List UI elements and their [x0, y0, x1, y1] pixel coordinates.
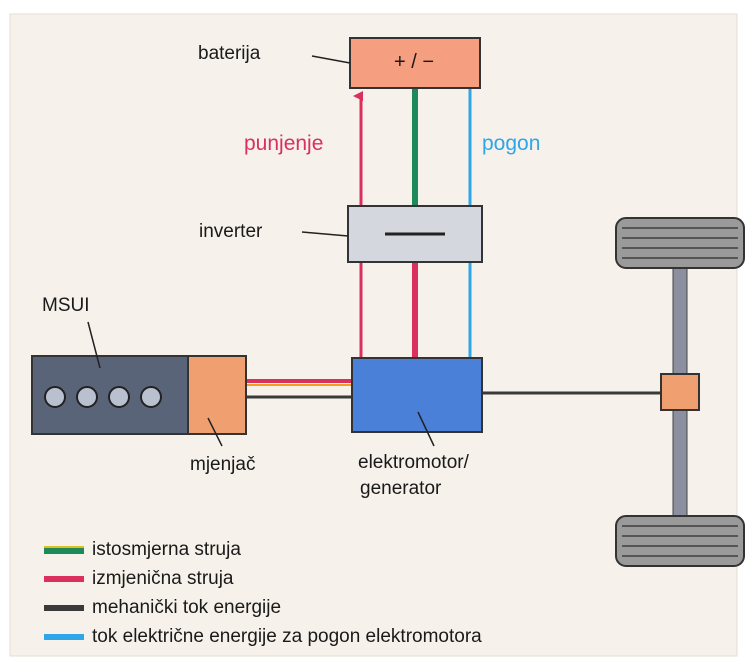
gearbox-box	[187, 355, 247, 435]
legend-label-drive: tok električne energije za pogon elektro…	[92, 626, 482, 647]
motor-leader	[417, 411, 435, 447]
wheel-top	[615, 217, 745, 269]
engine-leader	[87, 321, 101, 369]
battery-box	[349, 37, 481, 89]
drive-label: pogon	[482, 132, 541, 155]
battery-symbol: + / −	[394, 51, 435, 73]
legend-item-mechanical: mehanički tok energije	[44, 597, 281, 619]
legend-swatch-drive	[44, 634, 84, 640]
motor-label-line2: generator	[360, 478, 442, 499]
engine-label: MSUI	[42, 295, 90, 316]
differential	[660, 373, 700, 411]
legend-item-drive: tok električne energije za pogon elektro…	[44, 626, 482, 648]
wheel-bottom	[615, 515, 745, 567]
inverter-label: inverter	[199, 221, 263, 242]
inverter-leader	[301, 231, 349, 237]
gearbox-leader	[207, 417, 223, 447]
legend-label-ac: izmjenična struja	[92, 568, 234, 589]
legend-swatch-ac	[44, 576, 84, 582]
legend-item-ac: izmjenična struja	[44, 568, 234, 590]
legend-swatch-dc	[44, 546, 84, 554]
motor-label-line1: elektromotor/	[358, 452, 469, 473]
legend-label-dc: istosmjerna struja	[92, 539, 241, 560]
charging-label: punjenje	[244, 132, 324, 155]
battery-label: baterija	[198, 43, 261, 64]
legend-label-mechanical: mehanički tok energije	[92, 597, 282, 618]
battery-leader	[311, 55, 351, 64]
engine-cylinders	[44, 386, 162, 408]
legend-item-dc: istosmjerna struja	[44, 539, 241, 561]
legend-swatch-mechanical	[44, 605, 84, 611]
motor-generator-box	[351, 357, 483, 433]
gearbox-label: mjenjač	[190, 454, 256, 475]
